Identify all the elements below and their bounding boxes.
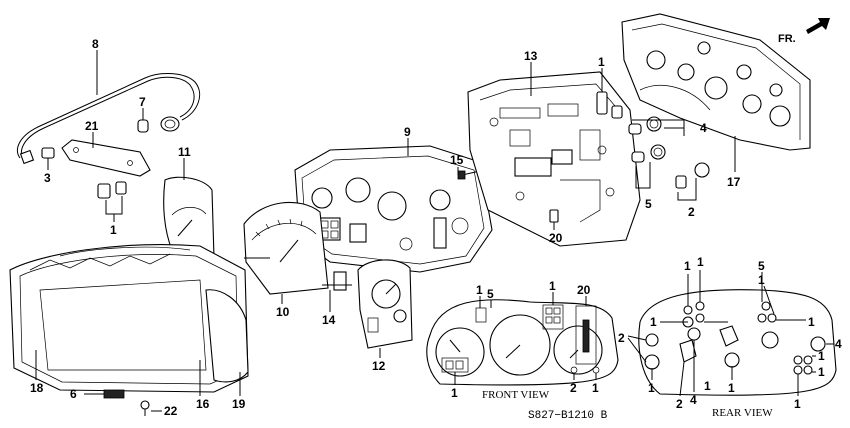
bulbs-part-4 bbox=[628, 116, 685, 136]
part-number-code: S827−B1210 B bbox=[528, 410, 608, 422]
sockets-part-5 bbox=[631, 144, 666, 189]
front-view-callouts: 1 5 1 20 1 2 1 bbox=[451, 279, 599, 400]
gauge-part-12 bbox=[357, 259, 413, 358]
sockets-part-1-right bbox=[596, 68, 623, 119]
callout-4: 4 bbox=[700, 121, 707, 135]
callout-22: 22 bbox=[164, 404, 178, 418]
rear-callout-2a: 2 bbox=[618, 331, 625, 345]
callout-15: 15 bbox=[450, 153, 464, 167]
printed-circuit-part-13 bbox=[467, 62, 641, 247]
rear-callout-2b: 2 bbox=[676, 397, 683, 411]
callout-14: 14 bbox=[322, 313, 336, 327]
rear-callout-1g: 1 bbox=[818, 365, 825, 379]
rear-callout-5: 5 bbox=[758, 259, 765, 273]
front-callout-5: 5 bbox=[487, 287, 494, 301]
front-view-outline bbox=[426, 292, 619, 386]
connector-part-14 bbox=[322, 271, 352, 312]
front-callout-1d: 1 bbox=[592, 381, 599, 395]
socket-part-3 bbox=[41, 147, 55, 170]
callout-19: 19 bbox=[232, 397, 246, 411]
callout-1-left: 1 bbox=[110, 223, 117, 237]
sockets-part-1-left bbox=[97, 181, 127, 222]
callout-9: 9 bbox=[404, 125, 411, 139]
face-plate-part-10 bbox=[243, 201, 329, 304]
front-callout-1c: 1 bbox=[451, 386, 458, 400]
rear-view-callouts: 1 1 5 1 1 1 2 4 1 1 2 1 1 4 1 1 bbox=[618, 255, 842, 411]
callout-11: 11 bbox=[178, 145, 191, 159]
rear-callout-1d: 1 bbox=[650, 315, 657, 329]
tab-part-6 bbox=[84, 389, 125, 399]
callout-16: 16 bbox=[196, 397, 210, 411]
face-plate-part-11 bbox=[163, 158, 215, 259]
callout-5: 5 bbox=[645, 197, 652, 211]
rear-callout-1a: 1 bbox=[684, 259, 691, 273]
meter-case-part-9 bbox=[294, 138, 493, 273]
callout-12: 12 bbox=[372, 359, 386, 373]
callout-21: 21 bbox=[85, 119, 99, 133]
front-callout-1a: 1 bbox=[476, 283, 483, 297]
direction-label: FR. bbox=[778, 33, 796, 45]
callout-20: 20 bbox=[549, 231, 563, 245]
callout-17: 17 bbox=[727, 175, 741, 189]
callout-2: 2 bbox=[688, 205, 695, 219]
sockets-part-2 bbox=[675, 162, 710, 201]
callout-18: 18 bbox=[30, 381, 44, 395]
rear-callout-1i: 1 bbox=[728, 381, 735, 395]
rear-callout-1j: 1 bbox=[794, 397, 801, 411]
front-callout-20: 20 bbox=[577, 283, 591, 297]
rear-callout-4a: 4 bbox=[835, 337, 842, 351]
callout-7: 7 bbox=[139, 95, 146, 109]
rear-callout-1h: 1 bbox=[648, 381, 655, 395]
wire-harness-part-8 bbox=[17, 50, 200, 165]
rear-callout-1f: 1 bbox=[818, 349, 825, 363]
screw-part-22 bbox=[140, 400, 162, 416]
rear-view-outline bbox=[627, 270, 837, 397]
rear-callout-4b: 4 bbox=[690, 393, 697, 407]
meter-lens-assembly bbox=[9, 244, 249, 396]
front-callout-2: 2 bbox=[570, 381, 577, 395]
callout-1-right: 1 bbox=[598, 55, 605, 69]
front-view-label: FRONT VIEW bbox=[482, 389, 550, 401]
callout-labels: 8 7 21 3 11 1 9 15 13 1 4 17 5 2 20 10 1… bbox=[30, 37, 741, 418]
front-callout-1b: 1 bbox=[549, 279, 556, 293]
rear-callout-1e: 1 bbox=[808, 315, 815, 329]
callout-6: 6 bbox=[70, 387, 77, 401]
bracket-part-21 bbox=[61, 132, 151, 177]
rear-callout-1c: 1 bbox=[758, 273, 765, 287]
rear-case-part-17 bbox=[621, 13, 811, 172]
callout-3: 3 bbox=[44, 171, 51, 185]
rear-callout-1k: 1 bbox=[704, 379, 711, 393]
callout-8: 8 bbox=[92, 37, 99, 51]
connector-part-20-exploded bbox=[549, 209, 559, 230]
callout-13: 13 bbox=[524, 49, 538, 63]
rear-callout-1b: 1 bbox=[697, 255, 704, 269]
rear-view-label: REAR VIEW bbox=[712, 407, 773, 419]
bulb-part-7 bbox=[137, 108, 149, 133]
callout-10: 10 bbox=[276, 305, 290, 319]
front-direction-arrow bbox=[806, 18, 830, 34]
